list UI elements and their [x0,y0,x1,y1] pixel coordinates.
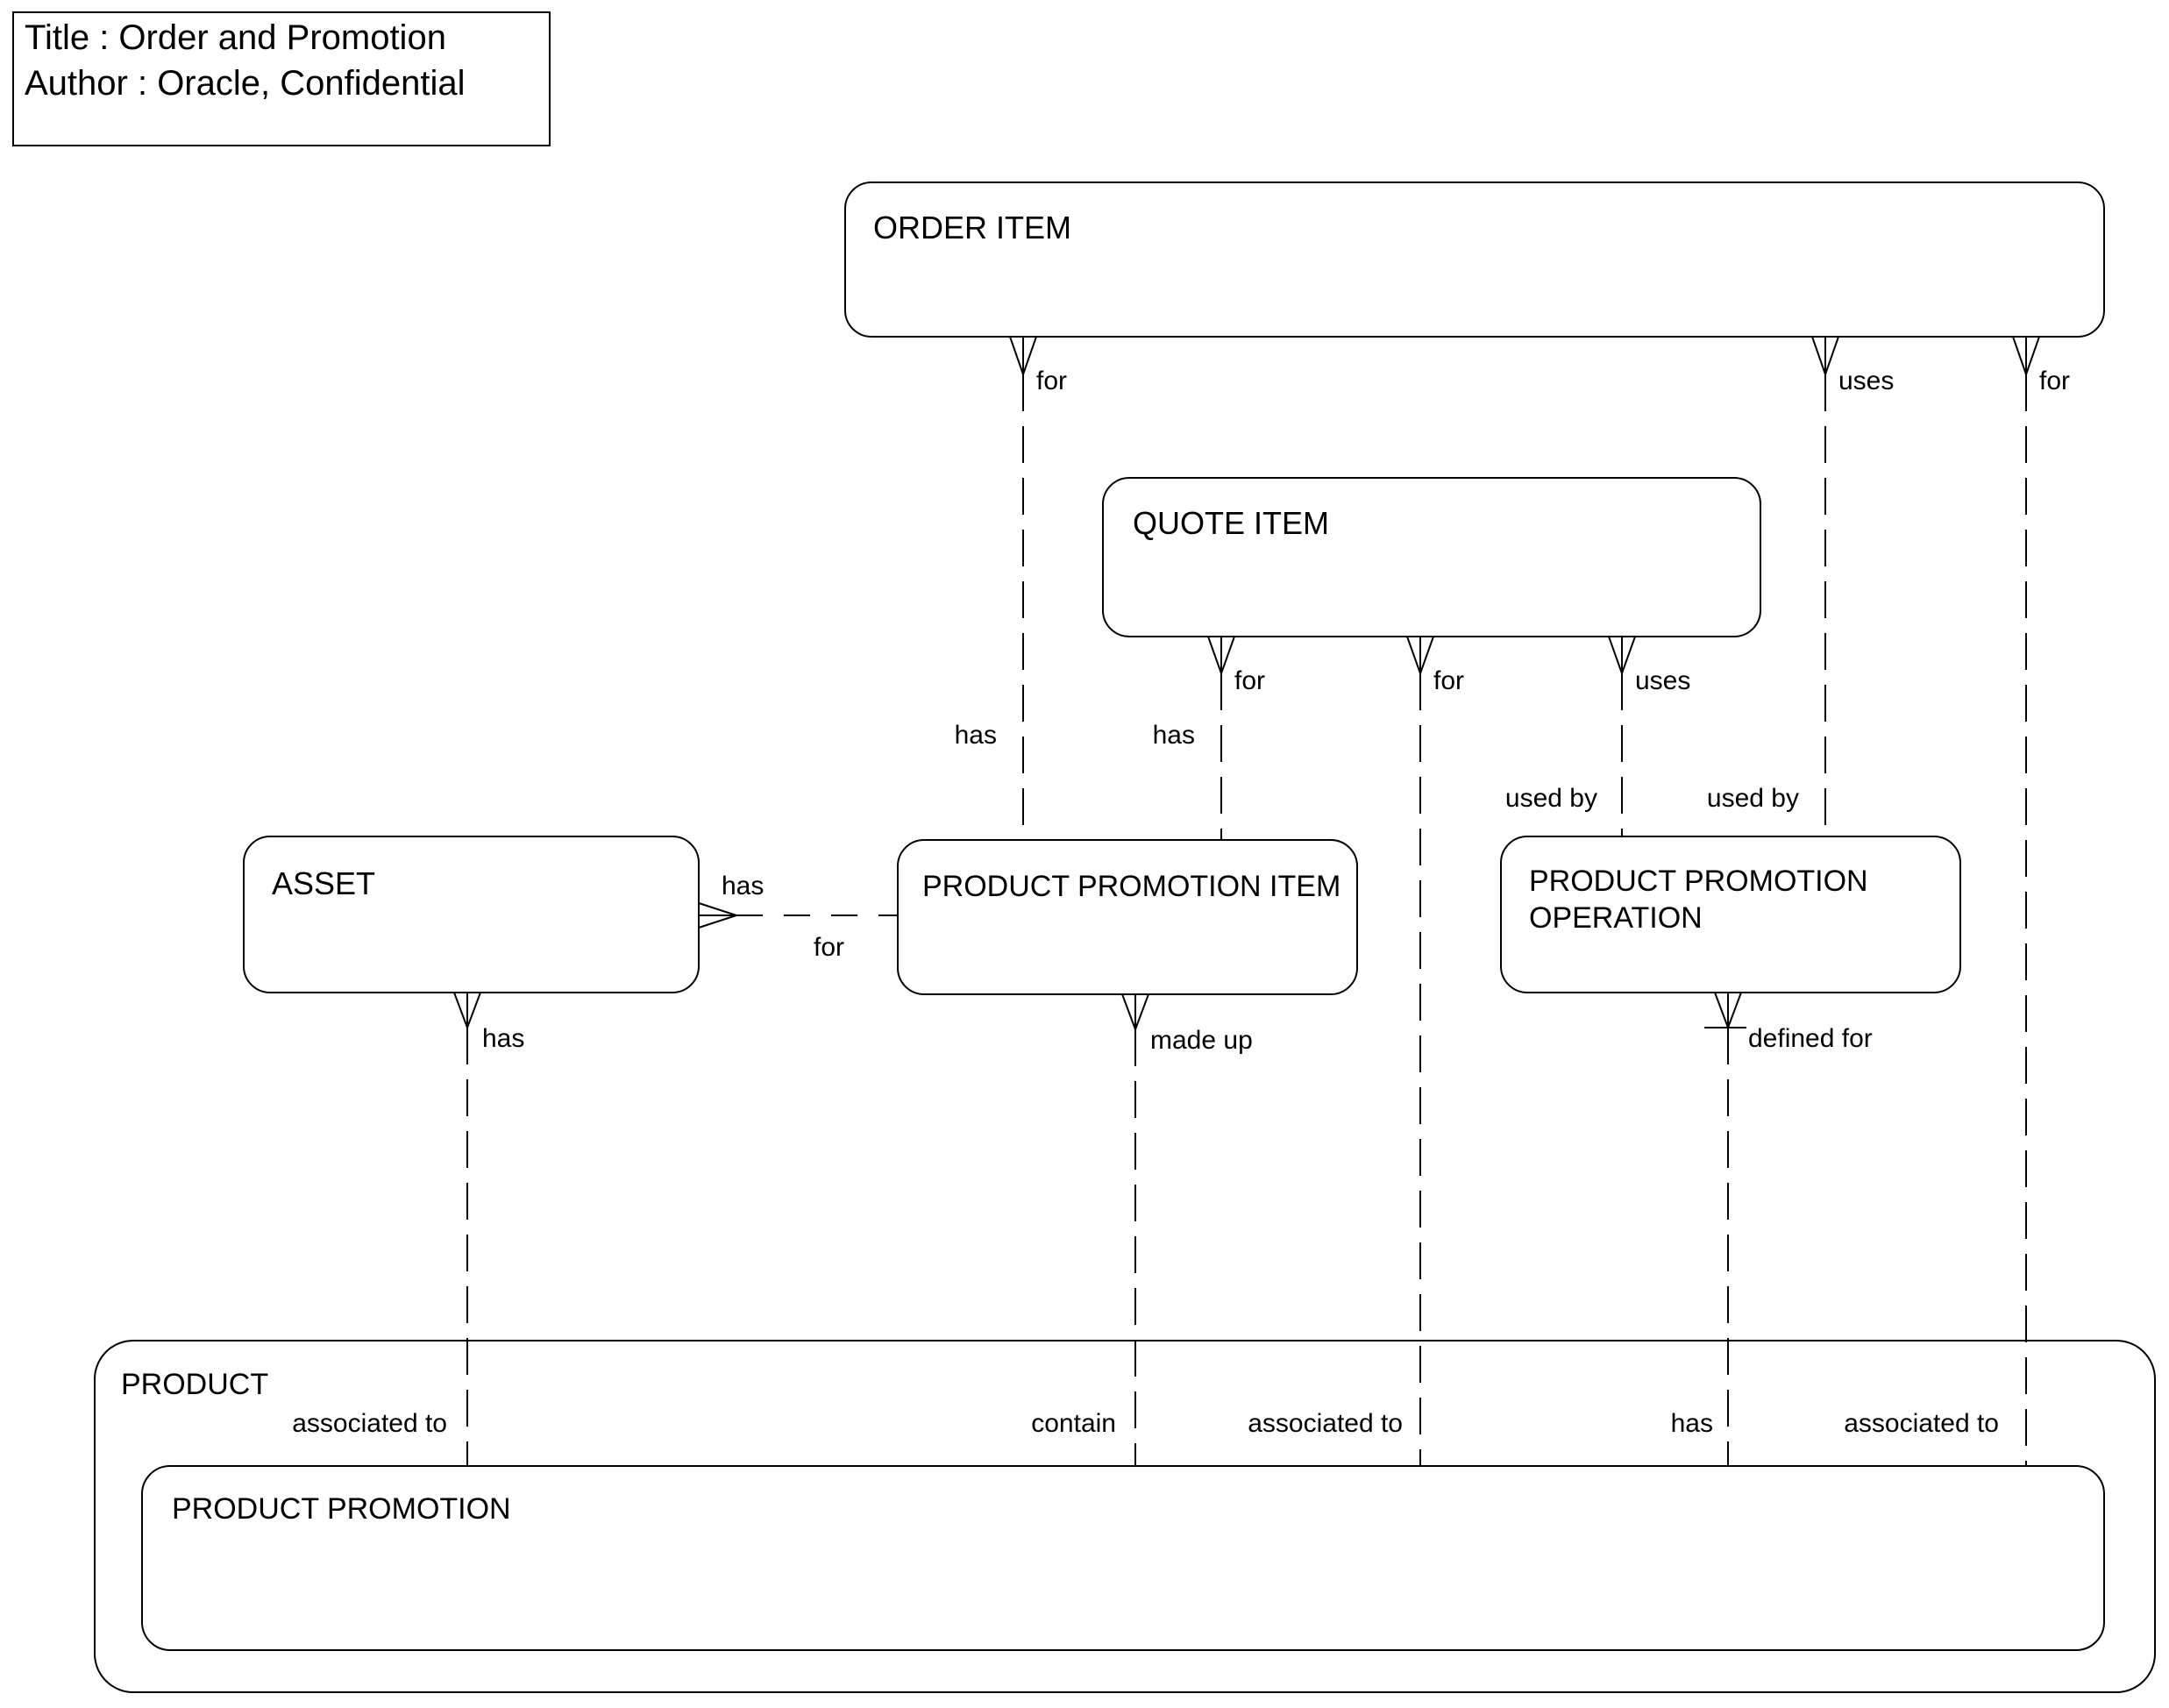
relationship-near-label: for [1036,367,1067,395]
relationship-near-label: uses [1838,367,1894,395]
relationship-far-label: has [955,721,997,750]
entity-asset-label: ASSET [272,865,375,901]
entity-product-label: PRODUCT [121,1368,268,1401]
entity-product-promotion-operation-label-line2: OPERATION [1529,901,1703,935]
entity-product-promotion-operation-box [1500,836,1961,993]
entity-asset[interactable]: ASSET [243,836,700,993]
relationship-near-label: for [1234,666,1265,695]
relationship-far-label: associated to [1844,1409,1999,1438]
relationship-far-label: contain [1031,1409,1116,1438]
diagram-author: Author : Oracle, Confidential [25,64,465,103]
entity-quote-item-box [1102,477,1761,637]
relationship-order-item-to-promotion-item[interactable]: for has [955,336,1067,840]
entity-product-promotion-item-label: PRODUCT PROMOTION ITEM [922,870,1341,903]
relationship-far-label: has [1671,1409,1713,1438]
relationship-asset-to-product-promotion[interactable]: has associated to [292,992,524,1466]
relationship-promotion-operation-to-product-promotion[interactable]: defined for has [1671,992,1873,1466]
title-block-border [12,11,551,146]
entity-asset-box [243,836,700,993]
relationship-near-label: made up [1150,1026,1253,1055]
relationship-far-label: has [1153,721,1195,750]
entity-product-promotion-item-box [897,839,1358,995]
relationship-near-label: uses [1635,666,1690,695]
relationship-far-label: associated to [1248,1409,1403,1438]
relationship-near-label: for [2039,367,2070,395]
entity-product-promotion-label: PRODUCT PROMOTION [172,1492,511,1526]
diagram-title: Title : Order and Promotion [25,18,446,57]
relationship-near-label: for [1433,666,1464,695]
relationship-order-item-to-product-promotion[interactable]: for associated to [1844,336,2070,1466]
entity-product-promotion-operation-label-line1: PRODUCT PROMOTION [1529,865,1868,898]
relationship-promotion-item-to-product-promotion[interactable]: made up contain [1031,993,1253,1466]
relationship-order-item-to-promotion-operation[interactable]: uses used by [1707,336,1894,836]
entity-order-item-box [844,181,2105,338]
entity-quote-item[interactable]: QUOTE ITEM [1102,477,1761,637]
entity-order-item[interactable]: ORDER ITEM [844,181,2105,338]
relationship-below-label: for [814,933,844,962]
relationship-far-label: used by [1707,784,1799,813]
relationship-quote-item-to-promotion-operation[interactable]: uses used by [1505,636,1690,836]
relationship-far-label: used by [1505,784,1597,813]
relationship-quote-item-to-promotion-item[interactable]: for has [1153,636,1265,840]
entity-quote-item-label: QUOTE ITEM [1133,505,1329,541]
relationship-quote-item-to-product-promotion[interactable]: for associated to [1248,636,1464,1466]
entity-product-promotion-item[interactable]: PRODUCT PROMOTION ITEM [897,839,1358,995]
entity-product-promotion-operation[interactable]: PRODUCT PROMOTION OPERATION [1500,836,1961,993]
relationship-far-label: associated to [292,1409,447,1438]
relationship-asset-to-promotion-item[interactable]: has for [698,872,898,962]
title-block: Title : Order and Promotion Author : Ora… [12,11,551,146]
relationship-near-label: defined for [1748,1024,1873,1053]
entity-product-promotion[interactable]: PRODUCT PROMOTION [141,1465,2105,1651]
entity-order-item-label: ORDER ITEM [873,210,1071,246]
relationship-near-label: has [482,1024,524,1053]
entity-product-promotion-box [141,1465,2105,1651]
relationship-above-label: has [722,872,764,900]
